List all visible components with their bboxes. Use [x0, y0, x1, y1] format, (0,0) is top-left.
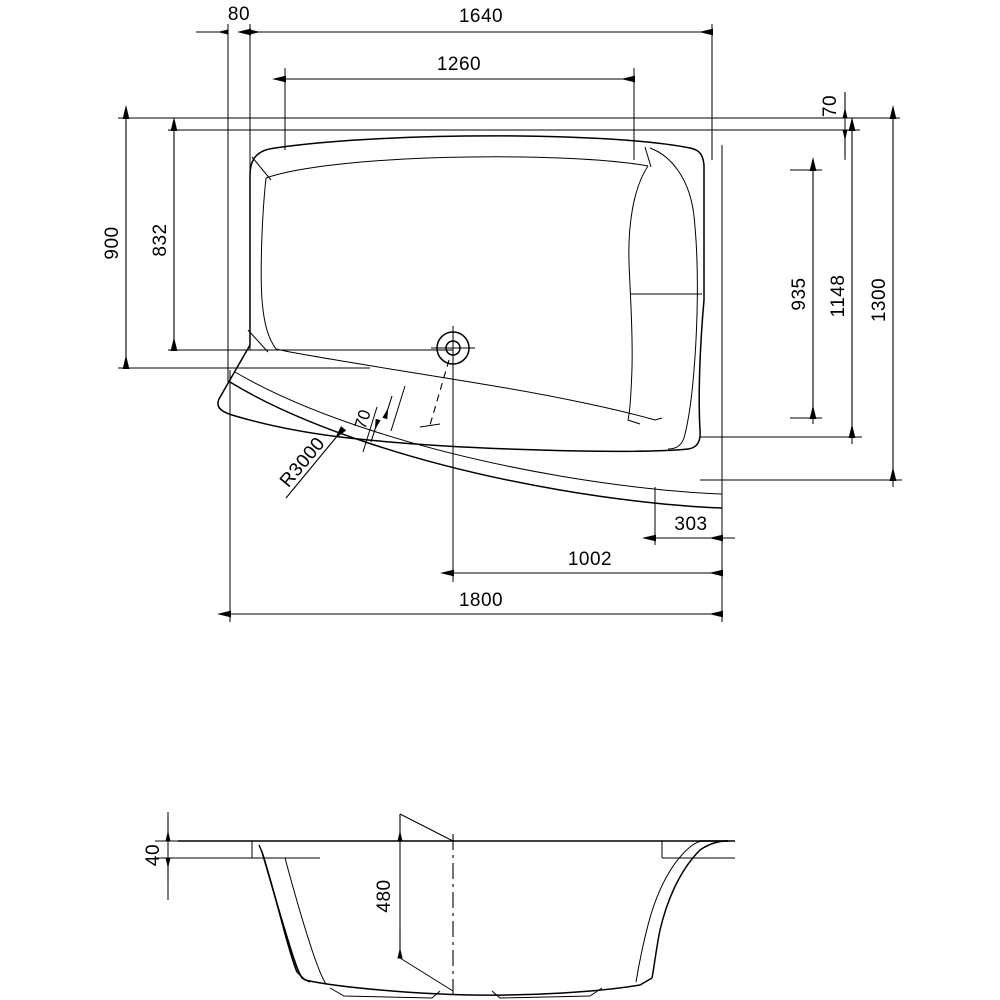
dimension-1300-label: 1300: [869, 278, 890, 322]
dimension-r3000: R3000: [276, 426, 347, 499]
dimension-1002: 1002: [440, 549, 723, 577]
dimension-480-label: 480: [374, 879, 395, 912]
section-bottom-recess-right: [491, 987, 603, 999]
tub-corner-facet-seat-top: [644, 146, 652, 168]
tub-outer-outline: [217, 135, 705, 453]
dimension-303: 303: [642, 514, 723, 542]
dimension-40: 40: [143, 818, 171, 882]
section-wall-inner-left: [284, 857, 327, 985]
dimension-935-label: 935: [789, 277, 810, 310]
dimension-1148: 1148: [828, 117, 856, 438]
dimension-480: 480: [374, 813, 454, 992]
dimension-1640-label: 1640: [459, 6, 503, 27]
dimension-40-label: 40: [143, 844, 164, 866]
dimension-1260: 1260: [272, 54, 635, 83]
dimension-70-drain-offset: 70: [351, 385, 406, 453]
dimension-70-top-right: 70: [820, 92, 848, 156]
section-bottom-recess-left: [329, 987, 441, 999]
dimension-832-label: 832: [150, 223, 171, 256]
tub-front-apron-inner: [234, 371, 723, 495]
drain-leader-tick: [419, 423, 441, 428]
dimension-935: 935: [789, 157, 817, 419]
dimension-303-label: 303: [674, 514, 707, 535]
dimension-80-label: 80: [228, 4, 250, 25]
section-outer-left-profile: [261, 851, 311, 983]
section-bottom-profile: [304, 977, 653, 996]
dimension-1800-label: 1800: [459, 590, 503, 611]
section-view-group: [178, 834, 735, 1000]
dimension-70-top-right-label: 70: [820, 95, 841, 117]
dimension-70-drain-offset-label: 70: [351, 407, 375, 431]
tub-seat-inner-contour: [627, 165, 649, 425]
tub-inner-bowl: [260, 177, 663, 421]
dimension-832: 832: [150, 117, 178, 351]
dimension-900: 900: [102, 105, 130, 369]
dimension-1002-label: 1002: [568, 549, 612, 570]
dimension-1640: 1640: [237, 6, 713, 36]
dimension-1148-label: 1148: [828, 275, 849, 318]
dimension-80: 80: [196, 4, 282, 35]
dimension-1260-label: 1260: [437, 54, 481, 75]
plan-view-group: [217, 135, 723, 509]
tub-front-apron-outer: [229, 381, 723, 509]
tub-seat-outer-contour: [649, 147, 698, 450]
dimension-1300: 1300: [869, 105, 897, 481]
dimension-1800: 1800: [217, 590, 723, 618]
tub-corner-facet-topleft: [251, 156, 272, 181]
dimension-900-label: 900: [102, 226, 123, 259]
section-wall-outer-right: [651, 840, 729, 979]
plan-extension-lines: [118, 24, 902, 622]
section-wall-inner-right: [635, 840, 705, 983]
tub-inner-edge-upper: [265, 156, 649, 179]
dimension-r3000-label: R3000: [276, 433, 330, 491]
drain-dashed-leader: [429, 359, 450, 426]
tub-corner-facet-bottomleft: [247, 329, 269, 353]
